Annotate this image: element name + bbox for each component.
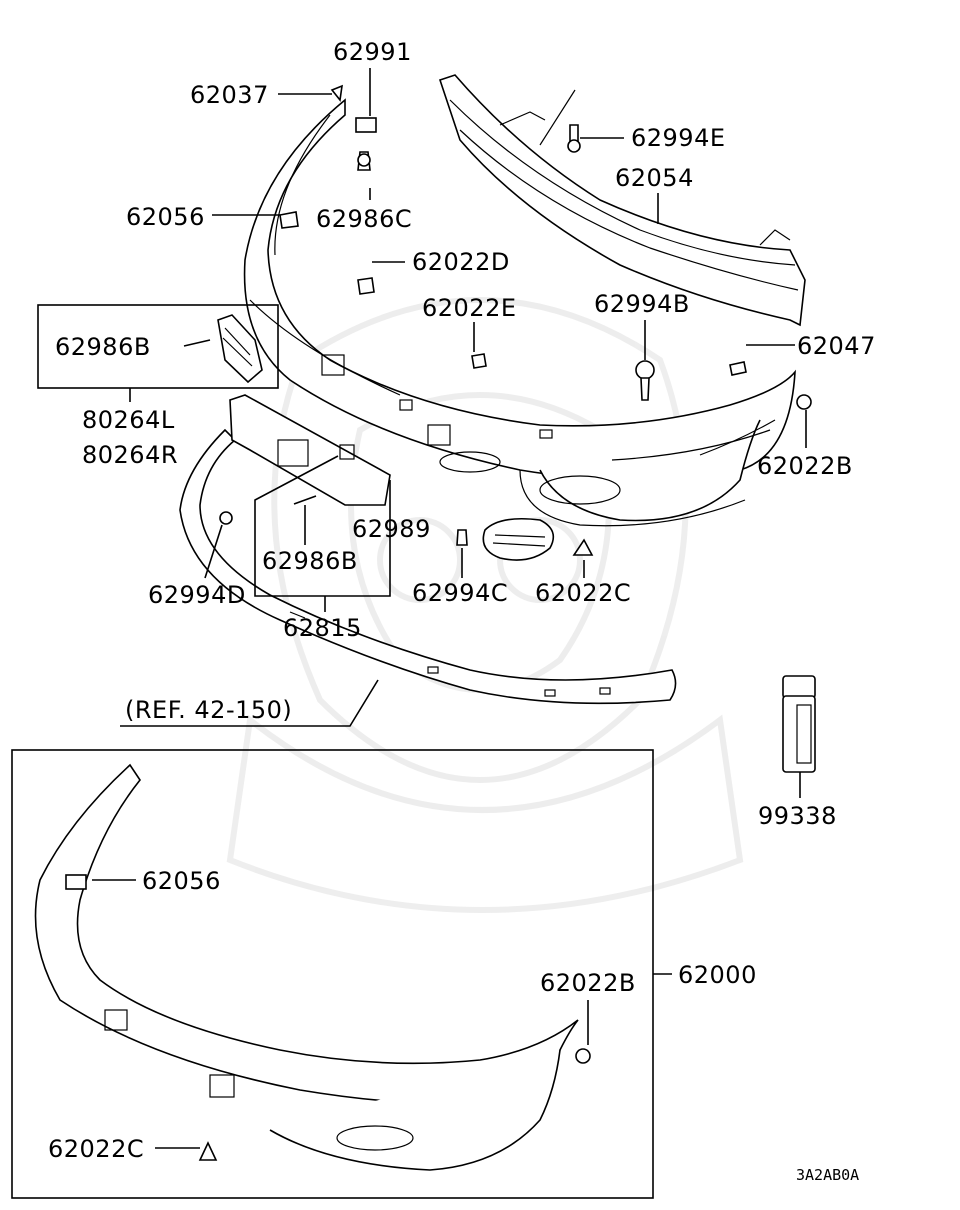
label-62022C-top: 62022C — [535, 579, 631, 607]
bumper-lower-face — [179, 428, 677, 705]
label-62815: 62815 — [283, 614, 362, 642]
bumper-assembly-inset — [34, 763, 591, 1171]
label-62994C: 62994C — [412, 579, 508, 607]
label-62986B: 62986B — [262, 547, 358, 575]
bumper-reinforcement — [438, 74, 806, 327]
label-62022C-inset: 62022C — [48, 1135, 144, 1163]
label-62986C: 62986C — [316, 205, 412, 233]
leader-lines — [37, 68, 807, 1149]
label-62056-inset: 62056 — [142, 867, 221, 895]
label-62994B: 62994B — [594, 290, 690, 318]
label-80264R: 80264R — [82, 441, 178, 469]
label-62986B-box: 62986B — [55, 333, 151, 361]
label-62022E: 62022E — [422, 294, 517, 322]
label-62994E: 62994E — [631, 124, 726, 152]
bumper-cover-upper — [243, 98, 796, 527]
label-ref-42-150: (REF. 42-150) — [125, 696, 292, 724]
label-62000: 62000 — [678, 961, 757, 989]
label-62994D: 62994D — [148, 581, 246, 609]
label-62037: 62037 — [190, 81, 269, 109]
label-80264L: 80264L — [82, 406, 175, 434]
diagram-code: 3A2AB0A — [796, 1166, 859, 1184]
label-62056-top: 62056 — [126, 203, 205, 231]
label-62991: 62991 — [333, 38, 412, 66]
license-plate-bracket — [229, 394, 391, 506]
label-62047: 62047 — [797, 332, 876, 360]
fog-lamp-grille — [482, 517, 555, 561]
label-62054: 62054 — [615, 164, 694, 192]
label-99338: 99338 — [758, 802, 837, 830]
label-62989: 62989 — [352, 515, 431, 543]
side-vent-grille — [217, 314, 263, 384]
label-62022D: 62022D — [412, 248, 510, 276]
label-62022B-top: 62022B — [757, 452, 853, 480]
label-62022B-inset: 62022B — [540, 969, 636, 997]
touch-up-paint-bottle — [782, 675, 816, 773]
fastener-clips — [183, 84, 812, 556]
